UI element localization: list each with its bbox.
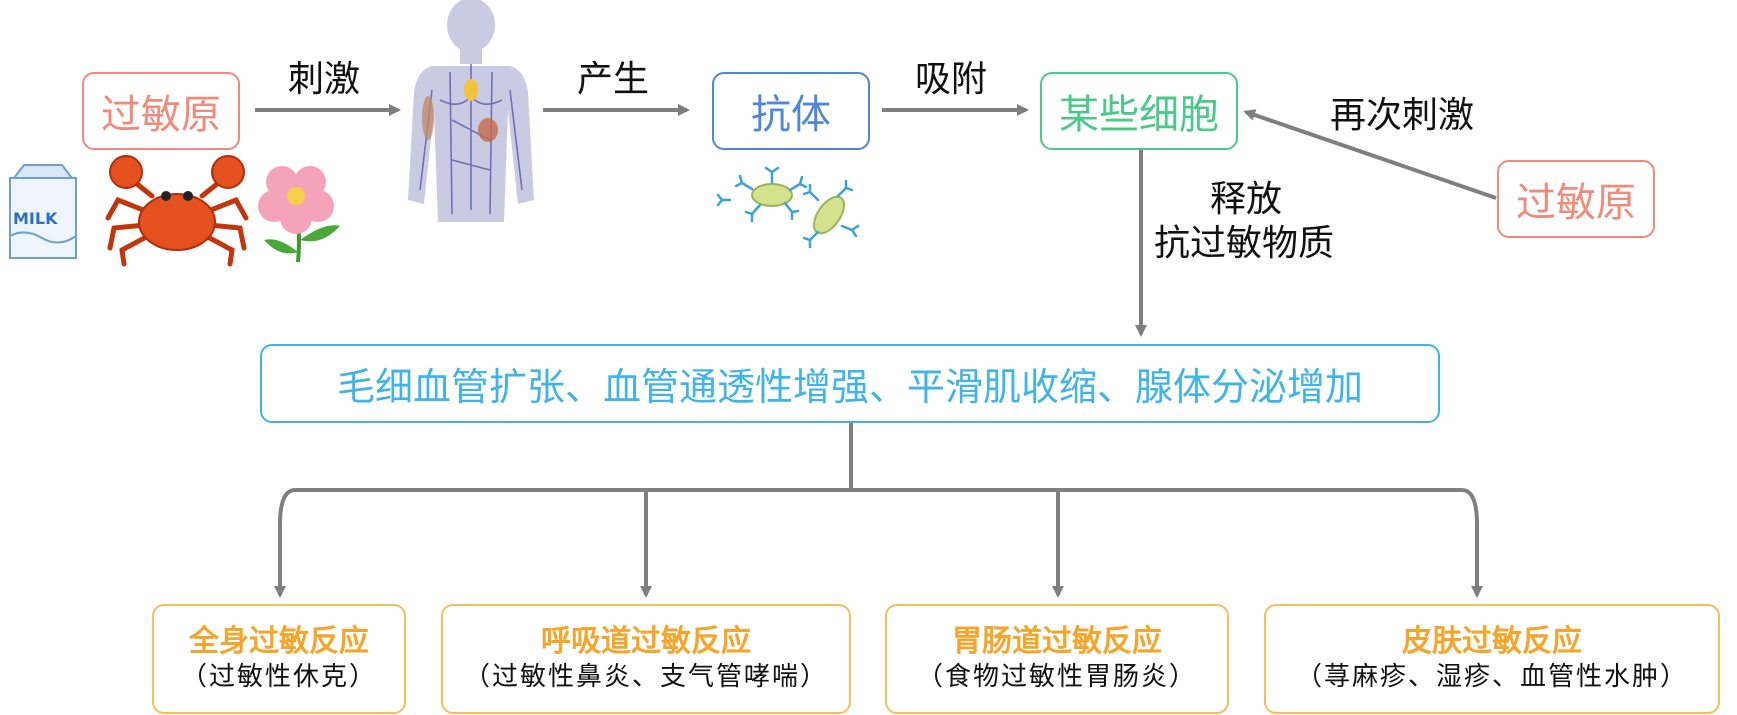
crab-icon xyxy=(105,155,249,267)
milk-label: MILK xyxy=(13,209,58,228)
outcome-gastrointestinal: 胃肠道过敏反应 （食物过敏性胃肠炎） xyxy=(885,604,1229,714)
allergen-label-first: 过敏原 xyxy=(101,92,221,138)
label-adsorb: 吸附 xyxy=(915,59,988,100)
outcome-detail: （食物过敏性胃肠炎） xyxy=(916,662,1197,693)
allergen-node-second: 过敏原 xyxy=(1497,160,1655,238)
effects-node: 毛细血管扩张、血管通透性增强、平滑肌收缩、腺体分泌增加 xyxy=(260,344,1440,423)
arrow-stimulate-again xyxy=(1243,109,1497,200)
flower-icon xyxy=(258,166,340,263)
outcome-title: 胃肠道过敏反应 xyxy=(952,623,1162,659)
label-release: 释放 xyxy=(1210,179,1283,220)
cells-label: 某些细胞 xyxy=(1059,92,1219,138)
outcome-systemic: 全身过敏反应 （过敏性休克） xyxy=(152,604,406,714)
outcome-respiratory: 呼吸道过敏反应 （过敏性鼻炎、支气管哮喘） xyxy=(441,604,851,714)
milk-carton-icon: MILK xyxy=(9,164,77,259)
outcome-title: 皮肤过敏反应 xyxy=(1402,623,1582,659)
antibody-node: 抗体 xyxy=(712,72,870,150)
outcome-detail: （过敏性休克） xyxy=(180,662,377,693)
label-stimulate-again: 再次刺激 xyxy=(1330,95,1475,136)
outcome-detail: （荨麻疹、湿疹、血管性水肿） xyxy=(1295,662,1688,693)
antibody-cell-icon xyxy=(716,166,860,249)
allergen-node-first: 过敏原 xyxy=(82,72,240,150)
effects-label: 毛细血管扩张、血管通透性增强、平滑肌收缩、腺体分泌增加 xyxy=(336,365,1363,409)
outcome-title: 呼吸道过敏反应 xyxy=(541,623,751,659)
allergen-label-second: 过敏原 xyxy=(1516,180,1636,226)
cells-node: 某些细胞 xyxy=(1040,72,1238,150)
outcome-detail: （过敏性鼻炎、支气管哮喘） xyxy=(463,662,828,693)
outcome-title: 全身过敏反应 xyxy=(189,623,369,659)
outcome-skin: 皮肤过敏反应 （荨麻疹、湿疹、血管性水肿） xyxy=(1264,604,1720,714)
label-produce: 产生 xyxy=(577,59,650,100)
branch-bar xyxy=(278,488,1479,526)
label-release-substance: 抗过敏物质 xyxy=(1154,223,1335,264)
human-body-icon xyxy=(408,0,534,222)
label-stimulate: 刺激 xyxy=(288,59,361,100)
antibody-label: 抗体 xyxy=(751,92,831,138)
